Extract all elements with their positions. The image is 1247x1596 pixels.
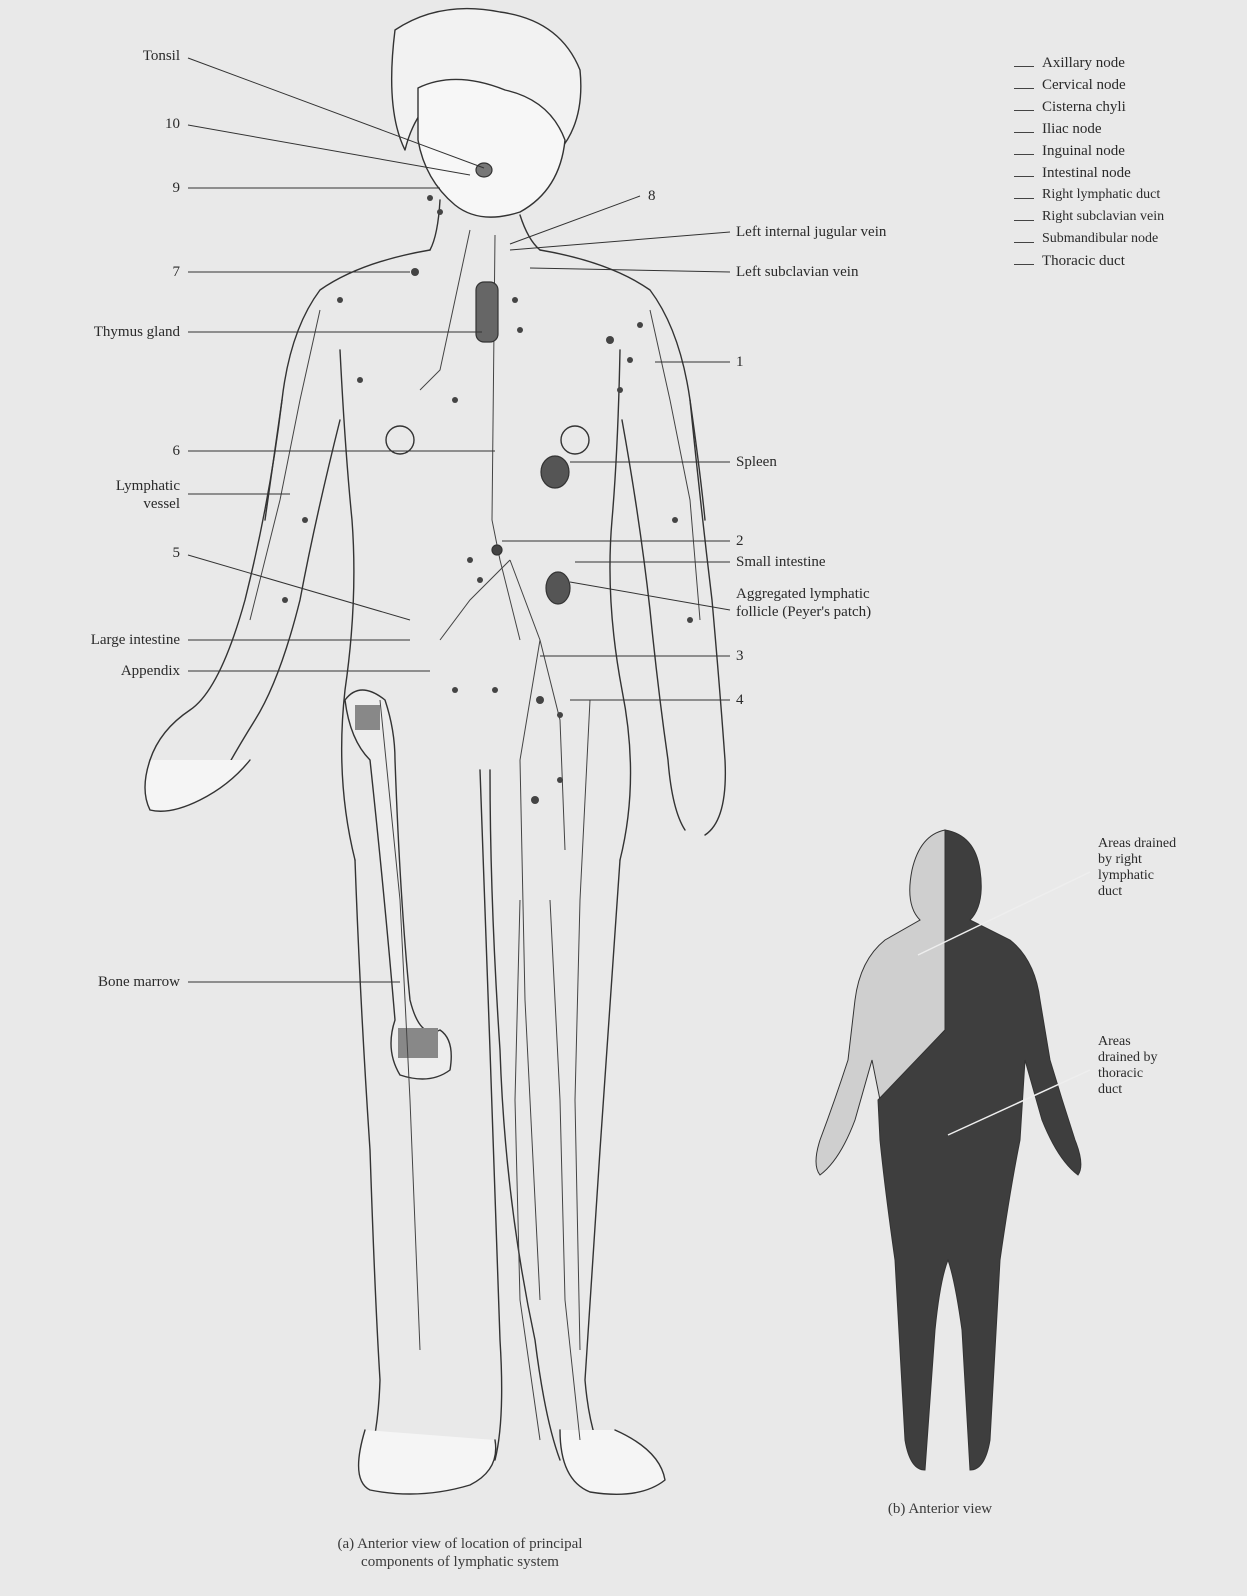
- organs: [476, 163, 570, 604]
- answer-key-list: Axillary node Cervical node Cisterna chy…: [1014, 52, 1164, 272]
- label-lymphatic-vessel-2: vessel: [60, 496, 180, 513]
- key-item-text: Submandibular node: [1042, 231, 1158, 247]
- label-left-internal-jugular-vein: Left internal jugular vein: [736, 224, 886, 241]
- label-areas-thoracic-duct: Areas drained by thoracic duct: [1098, 1034, 1157, 1098]
- label-5: 5: [60, 545, 180, 562]
- label-line: thoracic: [1098, 1066, 1157, 1082]
- bone-marrow-region: [398, 1028, 438, 1058]
- spleen-organ: [541, 456, 569, 488]
- label-thymus-gland: Thymus gland: [20, 324, 180, 341]
- key-item: Thoracic duct: [1014, 250, 1164, 272]
- label-left-subclavian-vein: Left subclavian vein: [736, 264, 858, 281]
- peyers-patch-organ: [546, 572, 570, 604]
- tonsil-organ: [476, 163, 492, 177]
- label-1: 1: [736, 354, 744, 371]
- cisterna-node: [492, 545, 502, 555]
- label-3: 3: [736, 648, 744, 665]
- label-line: lymphatic: [1098, 868, 1176, 884]
- key-item-text: Cervical node: [1042, 77, 1126, 94]
- right-breast: [386, 426, 414, 454]
- thymus-organ: [476, 282, 498, 342]
- label-tonsil: Tonsil: [60, 48, 180, 65]
- label-line: by right: [1098, 852, 1176, 868]
- label-peyers-patch-1: Aggregated lymphatic: [736, 586, 870, 603]
- panel-a-body: [145, 9, 725, 1495]
- key-item: Cisterna chyli: [1014, 96, 1164, 118]
- key-item-text: Inguinal node: [1042, 143, 1125, 160]
- label-bone-marrow: Bone marrow: [20, 974, 180, 991]
- key-item: Axillary node: [1014, 52, 1164, 74]
- label-line: Areas: [1098, 1034, 1157, 1050]
- label-areas-right-duct: Areas drained by right lymphatic duct: [1098, 836, 1176, 900]
- left-arm: [622, 400, 725, 835]
- key-item: Cervical node: [1014, 74, 1164, 96]
- key-item: Inguinal node: [1014, 140, 1164, 162]
- key-item-text: Intestinal node: [1042, 165, 1131, 182]
- panel-b-figure: [816, 830, 1081, 1470]
- label-7: 7: [60, 264, 180, 281]
- key-item-text: Right subclavian vein: [1042, 209, 1164, 225]
- label-line: duct: [1098, 1082, 1157, 1098]
- label-line: Areas drained: [1098, 836, 1176, 852]
- right-hand: [145, 760, 250, 811]
- key-item: Submandibular node: [1014, 228, 1164, 250]
- label-appendix: Appendix: [20, 663, 180, 680]
- label-line: duct: [1098, 884, 1176, 900]
- label-6: 6: [60, 443, 180, 460]
- key-item-text: Thoracic duct: [1042, 253, 1125, 270]
- left-foot: [560, 1430, 665, 1494]
- label-large-intestine: Large intestine: [20, 632, 180, 649]
- label-line: drained by: [1098, 1050, 1157, 1066]
- label-lymphatic-vessel-1: Lymphatic: [60, 478, 180, 495]
- femur-head-marrow: [355, 705, 380, 730]
- key-item-text: Axillary node: [1042, 55, 1125, 72]
- label-8: 8: [648, 188, 656, 205]
- lymph-vessels: [250, 230, 700, 1440]
- left-breast: [561, 426, 589, 454]
- key-item: Iliac node: [1014, 118, 1164, 140]
- label-small-intestine: Small intestine: [736, 554, 826, 571]
- label-2: 2: [736, 533, 744, 550]
- label-10: 10: [60, 116, 180, 133]
- label-spleen: Spleen: [736, 454, 777, 471]
- right-foot: [359, 1430, 496, 1494]
- label-4: 4: [736, 692, 744, 709]
- label-peyers-patch-2: follicle (Peyer's patch): [736, 604, 871, 621]
- key-item-text: Iliac node: [1042, 121, 1102, 138]
- key-item: Intestinal node: [1014, 162, 1164, 184]
- caption-panel-a: (a) Anterior view of location of princip…: [270, 1535, 650, 1571]
- caption-panel-b: (b) Anterior view: [840, 1500, 1040, 1518]
- key-item-text: Right lymphatic duct: [1042, 187, 1160, 203]
- key-item: Right subclavian vein: [1014, 206, 1164, 228]
- key-item-text: Cisterna chyli: [1042, 99, 1126, 116]
- caption-line: components of lymphatic system: [270, 1553, 650, 1571]
- caption-line: (a) Anterior view of location of princip…: [270, 1535, 650, 1553]
- key-item: Right lymphatic duct: [1014, 184, 1164, 206]
- label-9: 9: [60, 180, 180, 197]
